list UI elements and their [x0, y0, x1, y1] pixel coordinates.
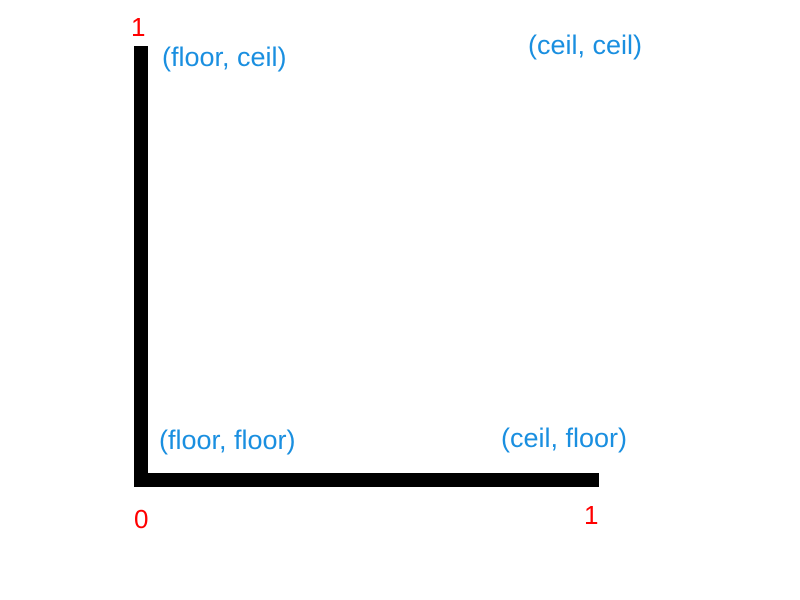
- y-axis-line: [134, 46, 148, 487]
- corner-label-top-left: (floor, ceil): [162, 42, 287, 72]
- corner-label-top-right: (ceil, ceil): [528, 30, 643, 60]
- corner-label-bottom-right: (ceil, floor): [501, 423, 628, 453]
- x-axis-line: [134, 473, 599, 487]
- y-axis-max-label: 1: [131, 12, 146, 42]
- origin-label: 0: [134, 504, 149, 534]
- x-axis-max-label: 1: [584, 500, 599, 530]
- corner-label-bottom-left: (floor, floor): [159, 425, 296, 455]
